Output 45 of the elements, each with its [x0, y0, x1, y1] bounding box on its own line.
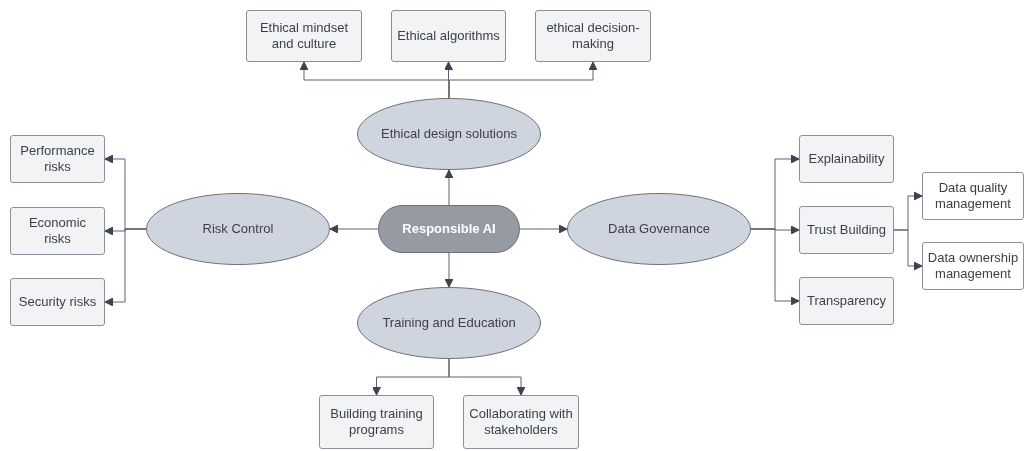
subtopic-box — [10, 278, 105, 326]
node-label: Training and Education — [381, 315, 517, 331]
node-label: Ethical mindset and culture — [258, 20, 350, 52]
arrow — [893, 229, 923, 271]
node-label: ethical decision-making — [545, 20, 641, 52]
subtopic-box — [246, 10, 362, 62]
arrow — [104, 228, 147, 307]
node-label: Data Governance — [607, 221, 711, 237]
arrow — [750, 228, 800, 306]
node-label: Building training programs — [329, 406, 424, 438]
node-label: Ethical algorithms — [396, 28, 501, 44]
topic-ellipse — [567, 193, 751, 265]
node-label: Security risks — [17, 294, 98, 310]
arrow — [444, 252, 454, 288]
subtopic-box — [799, 277, 894, 325]
node-label: Performance risks — [19, 143, 96, 175]
subtopic-box — [922, 172, 1024, 220]
subtopic-box — [463, 395, 579, 449]
node-label: Trust Building — [806, 222, 887, 238]
node-label: Data quality management — [934, 180, 1012, 212]
node-label: Ethical design solutions — [380, 126, 518, 142]
subtopic-box — [922, 242, 1024, 290]
subtopic-box — [319, 395, 434, 449]
arrow — [329, 224, 379, 234]
subtopic-box — [799, 206, 894, 254]
subtopic-box — [10, 207, 105, 255]
arrow — [448, 358, 526, 396]
arrow — [448, 61, 598, 99]
subtopic-box — [10, 135, 105, 183]
subtopic-box — [799, 135, 894, 183]
topic-ellipse — [357, 98, 541, 170]
node-label: Economic risks — [27, 215, 88, 247]
topic-ellipse — [146, 193, 330, 265]
node-label: Explainability — [807, 151, 886, 167]
node-label: Risk Control — [201, 221, 275, 237]
node-label: Responsible AI — [401, 221, 497, 237]
arrow — [519, 224, 568, 234]
node-label: Collaborating with stakeholders — [468, 406, 574, 438]
node-label: Transparency — [806, 293, 887, 309]
subtopic-box — [535, 10, 651, 62]
central-pill — [378, 205, 520, 253]
node-label: Data ownership management — [926, 250, 1020, 282]
topic-ellipse — [357, 287, 541, 359]
arrow — [444, 169, 454, 206]
subtopic-box — [391, 10, 506, 62]
